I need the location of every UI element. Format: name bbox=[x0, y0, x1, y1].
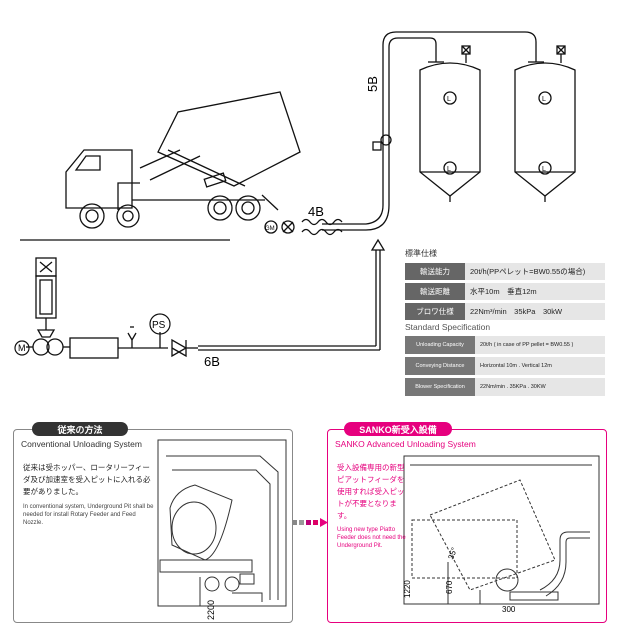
label-level-1: L bbox=[447, 96, 451, 103]
spec-key: Conveying Distance bbox=[405, 357, 475, 375]
new-angle: 35° bbox=[446, 546, 459, 560]
label-ps: PS bbox=[152, 320, 166, 331]
spec-key: Blower Specification bbox=[405, 378, 475, 396]
old-system-drawing bbox=[157, 439, 287, 607]
spec-jp-title: 標準仕様 bbox=[405, 249, 437, 258]
spec-key: 輸送能力 bbox=[405, 263, 465, 280]
advanced-en-text: Using new type Piatto Feeder does not ne… bbox=[337, 527, 406, 549]
spec-value: 22Nm/min . 35KPa . 30KW bbox=[475, 378, 605, 396]
spec-value: 20t/h ( in case of PP pellet = BW0.55 ) bbox=[475, 336, 605, 354]
arrow-icon bbox=[292, 518, 328, 527]
advanced-tab: SANKO新受入設備 bbox=[344, 422, 452, 436]
spec-en-title: Standard Specification bbox=[405, 322, 491, 332]
conventional-system-panel: 従来の方法 Conventional Unloading System 従来は受… bbox=[13, 422, 293, 623]
new-dim-300: 300 bbox=[502, 605, 516, 614]
spec-table-en: Standard Specification Unloading Capacit… bbox=[405, 322, 605, 399]
label-5b: 5B bbox=[365, 76, 380, 92]
spec-key: 輸送距離 bbox=[405, 283, 465, 300]
silo-right bbox=[514, 62, 576, 202]
conventional-jp-text: 従来は受ホッパー、ロータリーフィーダ及び加速室を受入ピットに入れる必要がありまし… bbox=[23, 463, 151, 496]
label-6b: 6B bbox=[204, 354, 220, 369]
conventional-tab: 従来の方法 bbox=[32, 422, 128, 436]
advanced-system-panel: SANKO新受入設備 SANKO Advanced Unloading Syst… bbox=[327, 422, 607, 623]
advanced-subtitle: SANKO Advanced Unloading System bbox=[335, 439, 476, 449]
spec-value: 22Nm³/min 35kPa 30kW bbox=[465, 303, 605, 320]
conventional-subtitle: Conventional Unloading System bbox=[21, 439, 142, 449]
label-level-2: L bbox=[447, 166, 451, 173]
label-level-3: L bbox=[542, 96, 546, 103]
conventional-en-text: In conventional system, Underground Pit … bbox=[23, 504, 154, 526]
dump-truck bbox=[65, 91, 301, 229]
spec-key: ブロワ仕様 bbox=[405, 303, 465, 320]
new-dim-1220: 1220 bbox=[403, 580, 412, 598]
silo-left bbox=[419, 62, 481, 202]
spec-key: Unloading Capacity bbox=[405, 336, 475, 354]
spec-value: Horizontal 10m . Vertical 12m bbox=[475, 357, 605, 375]
new-system-drawing bbox=[403, 455, 600, 605]
advanced-jp-text: 受入設備専用の新型ピアットフィーダを使用すれば受入ピットが不要となります。 bbox=[337, 463, 405, 520]
spec-row: 輸送距離水平10m 垂直12m bbox=[405, 283, 605, 300]
label-level-4: L bbox=[542, 166, 546, 173]
old-dim-2200: 2200 bbox=[206, 600, 216, 620]
spec-value: 20t/h(PPペレット=BW0.55の場合) bbox=[465, 263, 605, 280]
label-4b: 4B bbox=[308, 204, 324, 219]
label-gm: GM bbox=[265, 226, 275, 232]
spec-value: 水平10m 垂直12m bbox=[465, 283, 605, 300]
label-motor: M bbox=[18, 343, 26, 353]
new-dim-670: 670 bbox=[445, 580, 454, 594]
